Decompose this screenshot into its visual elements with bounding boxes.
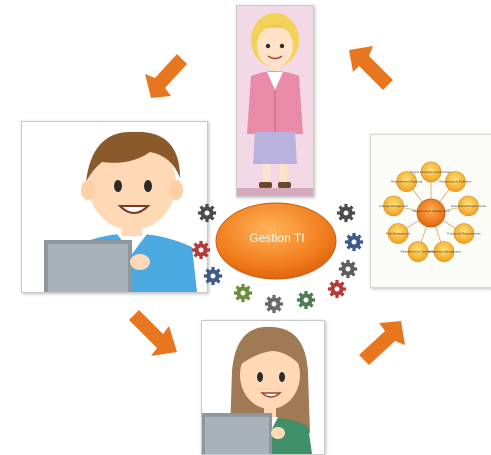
- cycle-node: [407, 241, 429, 262]
- cycle-node: [383, 195, 404, 217]
- woman-blonde-panel: [236, 5, 314, 197]
- gear-icon-1: [197, 203, 217, 223]
- cycle-node: [445, 171, 466, 192]
- hub-label: Gestion TI: [249, 231, 305, 245]
- gear-icon-8: [336, 203, 356, 223]
- cycle-node: [453, 223, 475, 244]
- woman-at-laptop-illustration: [202, 321, 324, 454]
- cycle-node: [420, 161, 442, 183]
- cycle-node-label: Change Management: [379, 204, 408, 208]
- gear-icon-6: [296, 290, 316, 310]
- cycle-node: [458, 195, 479, 217]
- gear-icon-5: [264, 294, 284, 314]
- cycle-node: [396, 171, 417, 192]
- cycle-node-label: Functional Requirements: [447, 232, 481, 236]
- cycle-node: [387, 223, 409, 244]
- gear-icon-9: [344, 232, 364, 252]
- arrow-up-left-icon: [349, 46, 393, 90]
- gear-icon-3: [203, 266, 223, 286]
- gear-icon-4: [233, 283, 253, 303]
- arrow-up-right-bottom-icon: [359, 321, 405, 365]
- man-at-laptop-illustration: [22, 122, 207, 292]
- cycle-node: [433, 241, 455, 262]
- woman-at-computer-panel: [201, 320, 325, 455]
- cycle-node-label: Requirements Planning: [391, 180, 423, 184]
- cycle-node-label: Risk Management: [386, 232, 410, 236]
- gear-icon-10: [338, 259, 358, 279]
- cycle-node-label: Project Concepts and Principles: [410, 170, 453, 174]
- cycle-node-label: Technology Management: [427, 250, 461, 254]
- gear-icon-7: [327, 279, 347, 299]
- cycle-center-label: Requirements Management: [412, 209, 449, 213]
- arrow-down-right-icon: [129, 310, 177, 356]
- requirements-cycle-diagram: Project Concepts and PrinciplesRequireme…: [379, 161, 487, 262]
- cycle-node-label: Operational Requirements: [451, 204, 487, 208]
- businesswoman-illustration: [237, 6, 313, 196]
- arrow-up-right-icon: [145, 54, 187, 98]
- hub-ellipse: [215, 202, 337, 280]
- cycle-node-label: Requirements Definition: [439, 180, 471, 184]
- man-at-computer-panel: [21, 121, 208, 293]
- cycle-node-label: Requirements Traceability: [401, 250, 436, 254]
- gear-icon-2: [191, 240, 211, 260]
- cycle-center-node: [416, 198, 446, 228]
